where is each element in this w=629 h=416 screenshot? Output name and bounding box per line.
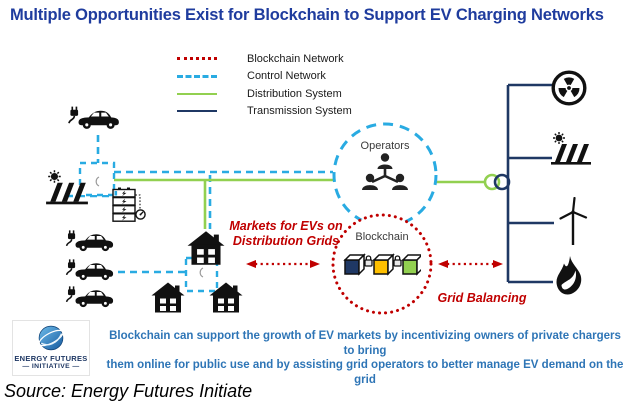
efi-logo: ENERGY FUTURES — INITIATIVE — [12, 320, 90, 376]
markets-annotation-line1: Markets for EVs on [229, 219, 343, 233]
markets-annotation: Markets for EVs on Distribution Grids [226, 219, 346, 248]
meter-mark-icon [95, 176, 100, 187]
legend: Blockchain Network Control Network Distr… [177, 50, 407, 120]
control-network-line-swatch [177, 74, 217, 78]
ev-car-with-plug-icon [65, 258, 114, 281]
legend-label: Blockchain Network [247, 52, 344, 65]
cube-amber [372, 253, 395, 276]
cube-green [401, 254, 421, 276]
legend-label: Control Network [247, 70, 326, 83]
transmission-system-line-swatch [177, 110, 217, 113]
operators-group-icon [360, 152, 410, 192]
ev-car-with-plug-icon [65, 285, 114, 308]
house-large-icon [187, 231, 225, 265]
legend-item-transmission-system: Transmission System [177, 103, 407, 121]
transformer-ring-navy [493, 173, 511, 191]
legend-label: Distribution System [247, 87, 342, 100]
grid-balancing-annotation: Grid Balancing [437, 291, 527, 305]
blockchain-label: Blockchain [355, 231, 409, 243]
grid-balancing-arrow [438, 260, 503, 268]
wind-turbine-icon [559, 197, 588, 247]
page-title: Multiple Opportunities Exist for Blockch… [10, 6, 604, 24]
source-note: Source: Energy Futures Initiate [4, 381, 253, 401]
legend-label: Transmission System [247, 105, 352, 118]
nuclear-plant-icon [551, 70, 587, 106]
operators-label: Operators [360, 140, 410, 152]
legend-item-control-network: Control Network [177, 68, 407, 86]
solar-farm-icon [550, 131, 592, 166]
blockchain-cubes-icon [343, 253, 421, 276]
transformer-ring-green [483, 173, 501, 191]
legend-item-blockchain-network: Blockchain Network [177, 50, 407, 68]
battery-storage-meter-icon [112, 187, 146, 222]
distribution-system-line-swatch [177, 92, 217, 95]
house-icon [209, 282, 243, 313]
padlock-icon [364, 255, 373, 267]
markets-arrow [246, 260, 320, 268]
meter-mark-icon [199, 267, 204, 278]
ev-car-with-plug-icon [68, 105, 120, 130]
footer-caption: Blockchain can support the growth of EV … [104, 329, 626, 387]
padlock-icon [393, 255, 402, 267]
efi-globe-icon [38, 325, 64, 351]
natural-gas-flame-icon [556, 256, 582, 295]
solar-panels-icon [45, 169, 89, 206]
ev-car-with-plug-icon [65, 229, 114, 252]
legend-item-distribution-system: Distribution System [177, 85, 407, 103]
cube-navy [343, 253, 366, 276]
markets-annotation-line2: Distribution Grids [232, 233, 340, 248]
efi-logo-subname: — INITIATIVE — [22, 363, 80, 370]
transmission-lines [506, 83, 554, 284]
blockchain-network-line-swatch [177, 57, 217, 61]
caption-line2: them online for public use and by assist… [106, 359, 624, 386]
efi-logo-name: ENERGY FUTURES [14, 354, 88, 363]
house-icon [151, 282, 185, 313]
caption-line1: Blockchain can support the growth of EV … [109, 330, 621, 357]
